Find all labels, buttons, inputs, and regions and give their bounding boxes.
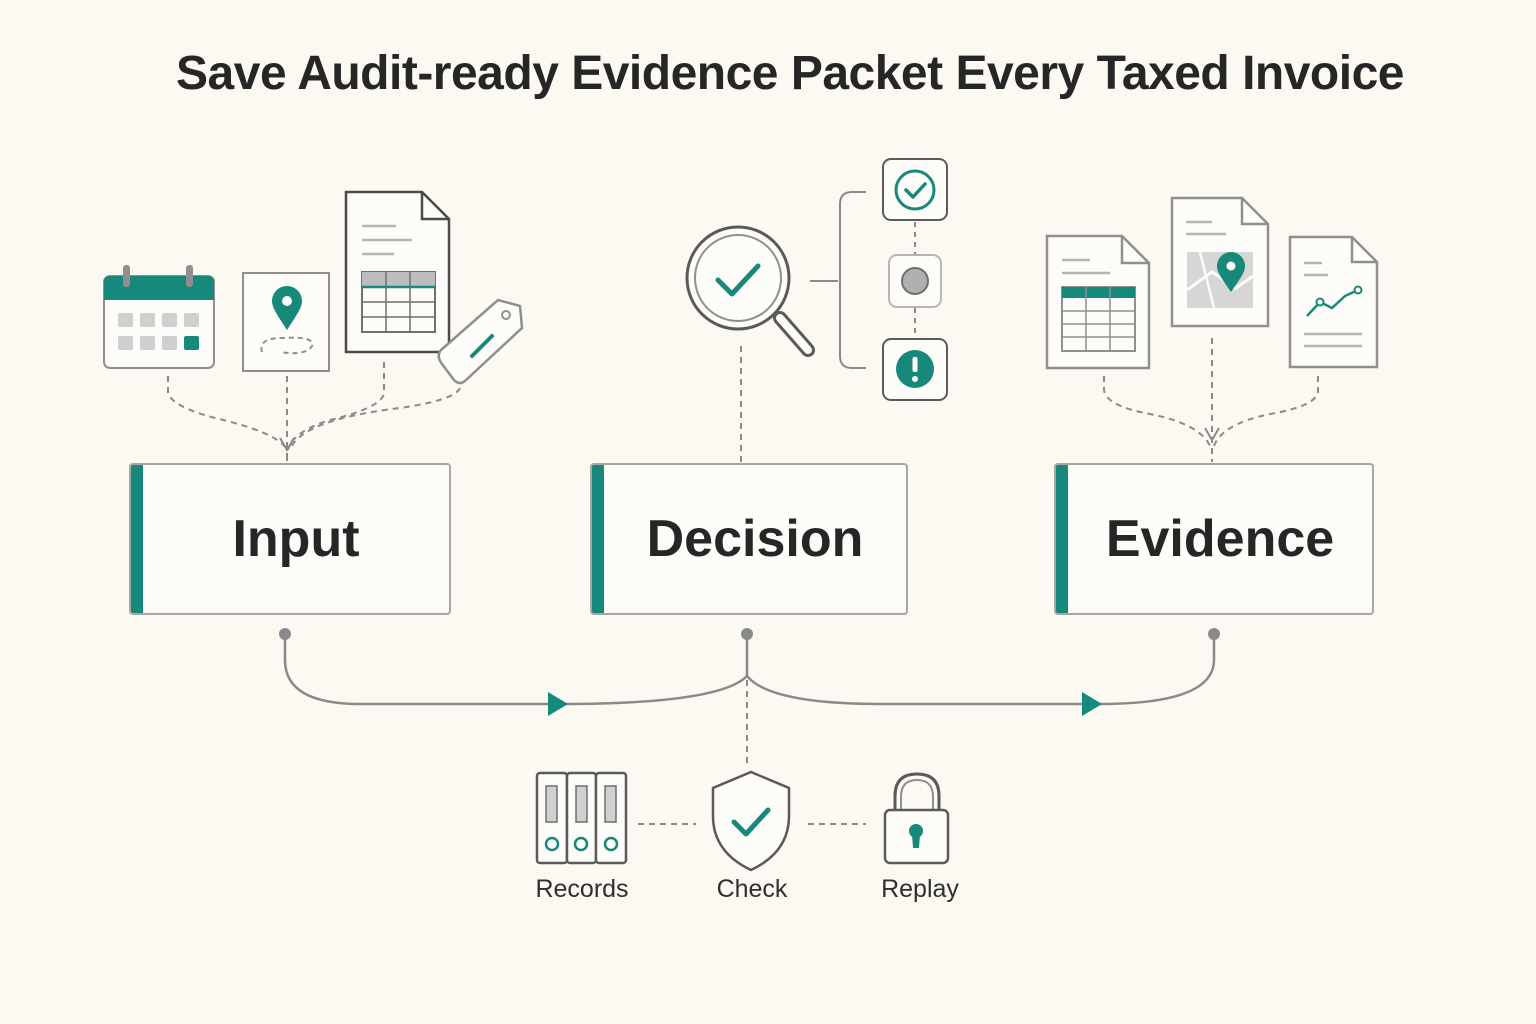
stage-input: Input <box>129 463 451 615</box>
table-document-icon <box>1045 234 1151 370</box>
spreadsheet-document-icon <box>344 190 451 354</box>
calendar-icon <box>103 265 215 369</box>
map-document-icon <box>1170 196 1270 328</box>
chart-document-icon <box>1288 235 1379 369</box>
padlock-icon <box>883 772 950 865</box>
alert-circle-icon <box>882 338 948 401</box>
magnifier-check-icon <box>685 225 815 357</box>
map-pin-card-icon <box>242 272 330 372</box>
flow-lines <box>283 634 1216 706</box>
evidence-merge-arrow <box>1204 427 1220 442</box>
stage-decision: Decision <box>590 463 908 615</box>
stage-accent-bar <box>592 465 604 613</box>
stage-input-label: Input <box>232 510 360 568</box>
check-circle-icon <box>882 158 948 221</box>
stage-accent-bar <box>1056 465 1068 613</box>
flow-arrow-2 <box>1082 692 1102 716</box>
neutral-circle-icon <box>888 254 942 308</box>
replay-caption: Replay <box>881 875 959 903</box>
price-tag-icon <box>437 298 524 385</box>
input-connectors <box>167 362 461 462</box>
stage-evidence: Evidence <box>1054 463 1374 615</box>
flow-arrow-1 <box>548 692 568 716</box>
stage-decision-label: Decision <box>646 510 864 568</box>
flow-dots <box>279 628 1220 640</box>
page-title: Save Audit-ready Evidence Packet Every T… <box>176 47 1404 100</box>
binders-icon <box>535 771 628 865</box>
records-caption: Records <box>535 875 629 903</box>
input-merge-arrow <box>279 437 295 452</box>
check-caption: Check <box>716 875 788 903</box>
shield-check-icon <box>711 770 791 872</box>
stage-evidence-label: Evidence <box>1105 510 1335 568</box>
decision-bracket <box>810 191 866 369</box>
stage-accent-bar <box>131 465 143 613</box>
